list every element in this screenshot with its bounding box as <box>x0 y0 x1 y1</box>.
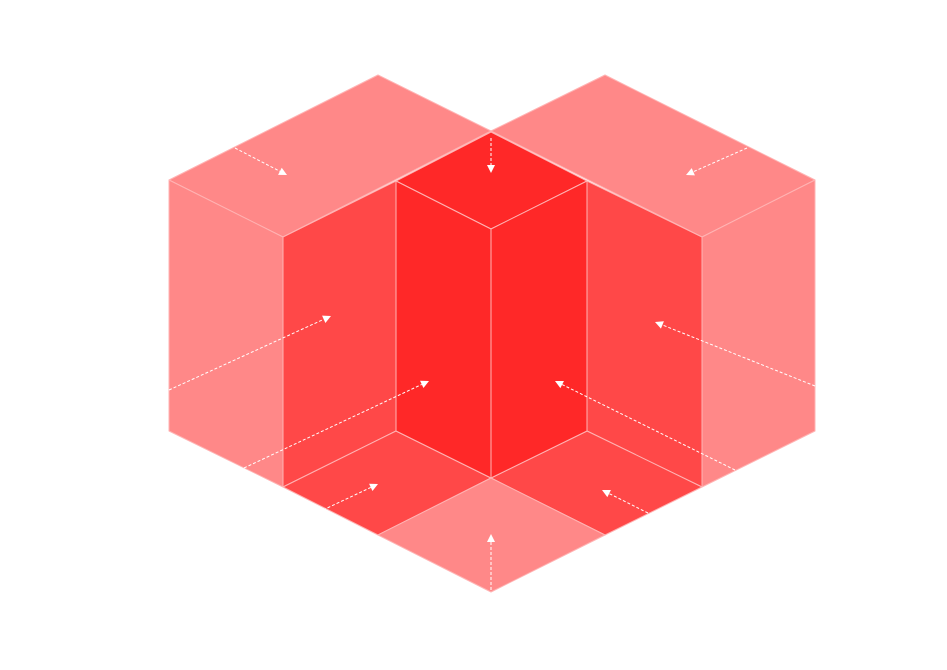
direction-arrow <box>555 380 736 471</box>
dashed-line <box>608 493 649 514</box>
center-column-right-face <box>490 180 588 479</box>
center-column-left-face <box>395 180 492 479</box>
arrow-head-icon <box>655 321 664 329</box>
dashed-line <box>662 324 816 387</box>
arrow-head-icon <box>487 534 495 542</box>
dashed-line <box>561 384 736 471</box>
direction-arrow <box>487 138 495 173</box>
dashed-line <box>322 486 371 511</box>
arrow-head-icon <box>322 315 331 323</box>
direction-arrow <box>655 321 816 387</box>
arrow-head-icon <box>487 165 495 173</box>
arrow-head-icon <box>369 483 378 492</box>
direction-arrow <box>686 147 748 176</box>
direction-arrow <box>602 490 649 514</box>
arrow-head-icon <box>555 380 564 389</box>
direction-arrow <box>168 315 331 391</box>
arrow-head-icon <box>602 490 611 498</box>
direction-arrow <box>234 147 287 175</box>
dashed-line <box>243 383 422 469</box>
direction-arrow <box>243 380 429 469</box>
dashed-line <box>168 318 324 391</box>
arrow-head-icon <box>686 168 695 176</box>
direction-arrow <box>487 534 495 590</box>
dashed-line <box>234 147 281 172</box>
arrow-head-icon <box>420 380 429 389</box>
arrow-head-icon <box>278 167 287 175</box>
direction-arrow <box>322 483 378 511</box>
